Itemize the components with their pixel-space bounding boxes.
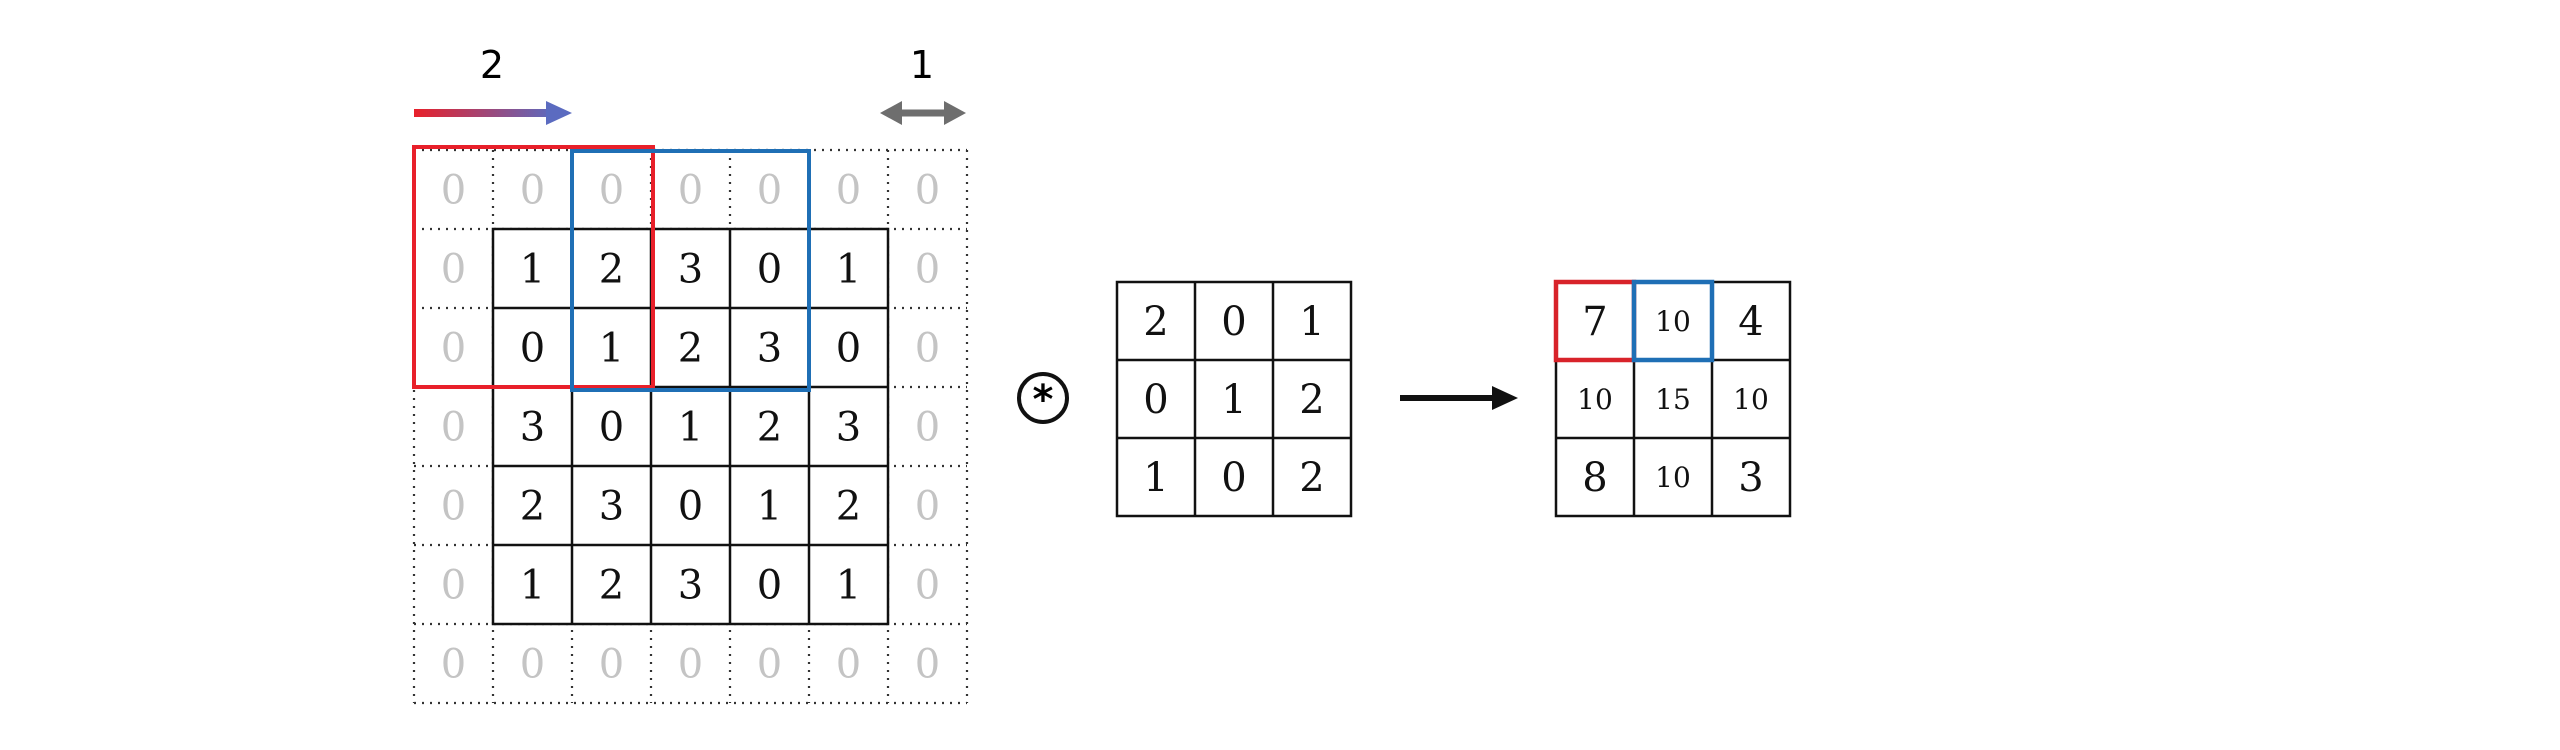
stride-arrow-shaft	[414, 109, 554, 117]
pad-cell-value: 0	[915, 326, 940, 372]
output-cell-value: 10	[1577, 383, 1613, 416]
pad-cell-value: 0	[520, 168, 545, 214]
kernel-cell-value: 2	[1143, 299, 1168, 345]
first-kernel-window	[412, 145, 655, 389]
input-cell-value: 0	[836, 326, 861, 372]
kernel-cell-value: 1	[1143, 455, 1168, 501]
output-grid: 7 10 4 10 15 10 8 10 3	[1554, 280, 1792, 518]
input-cell-value: 0	[757, 247, 782, 293]
result-arrow-head	[1492, 386, 1518, 410]
kernel-border	[1115, 280, 1353, 518]
input-cell-value: 2	[599, 247, 624, 293]
input-cell-value: 1	[520, 563, 545, 609]
input-cell-value: 2	[520, 484, 545, 530]
operator-circle	[1017, 372, 1069, 424]
input-cell-value: 0	[520, 326, 545, 372]
pad-cell-value: 0	[915, 563, 940, 609]
kernel-grid: 2 0 1 0 1 2 1 0 2	[1115, 280, 1353, 518]
pad-cell-value: 0	[836, 642, 861, 688]
input-cell-value: 0	[678, 484, 703, 530]
operator-symbol: *	[1033, 377, 1054, 423]
input-core-border	[491, 227, 890, 626]
kernel-cell-value: 1	[1221, 377, 1246, 423]
output-cell-value: 8	[1582, 455, 1607, 501]
input-cell-value: 1	[836, 563, 861, 609]
second-kernel-window	[570, 149, 811, 392]
input-cell-value: 3	[678, 247, 703, 293]
input-cell-value: 3	[678, 563, 703, 609]
input-cell-value: 2	[836, 484, 861, 530]
pad-cell-value: 0	[520, 642, 545, 688]
padding-arrow-head-right	[944, 101, 966, 125]
stride-label: 2	[480, 43, 504, 87]
kernel-cell-value: 0	[1221, 299, 1246, 345]
pad-cell-value: 0	[915, 642, 940, 688]
pad-cell-value: 0	[441, 405, 466, 451]
pad-cell-value: 0	[441, 563, 466, 609]
pad-cell-value: 0	[915, 405, 940, 451]
input-cell-value: 1	[678, 405, 703, 451]
convolution-operator-icon: *	[1017, 372, 1069, 424]
input-cell-value: 3	[520, 405, 545, 451]
output-second-highlight	[1631, 279, 1715, 363]
kernel-cell-value: 2	[1299, 377, 1324, 423]
pad-cell-value: 0	[441, 642, 466, 688]
output-cell-value: 10	[1733, 383, 1769, 416]
input-cell-value: 0	[757, 563, 782, 609]
output-cell-value: 3	[1738, 455, 1763, 501]
input-cell-value: 1	[836, 247, 861, 293]
kernel-cell-value: 0	[1221, 455, 1246, 501]
padding-arrow-head-left	[880, 101, 902, 125]
output-cell-value: 10	[1655, 461, 1691, 494]
output-cell-value: 15	[1655, 383, 1691, 416]
output-cell-value: 7	[1582, 299, 1607, 345]
input-cell-value: 1	[520, 247, 545, 293]
input-cell-value: 0	[599, 405, 624, 451]
pad-cell-value: 0	[441, 168, 466, 214]
pad-cell-value: 0	[836, 168, 861, 214]
pad-cell-value: 0	[757, 642, 782, 688]
pad-cell-value: 0	[441, 326, 466, 372]
output-cell-value: 10	[1655, 305, 1691, 338]
padding-label: 1	[910, 43, 934, 87]
pad-cell-value: 0	[441, 247, 466, 293]
pad-cell-value: 0	[915, 168, 940, 214]
input-cell-value: 2	[678, 326, 703, 372]
input-cell-value: 3	[757, 326, 782, 372]
output-cell-value: 4	[1738, 299, 1763, 345]
input-cell-value: 2	[599, 563, 624, 609]
kernel-cell-value: 1	[1299, 299, 1324, 345]
input-cell-value: 3	[599, 484, 624, 530]
padded-input-grid: 0 0 0 0 0 0 0 0 1 2 3 0 1 0 0 0 1 2 3 0 0 0 3 0 1 2 3 0 0 2 3 0 1 2 0 0 1 2 3 0…	[412, 148, 969, 705]
input-cell-value: 1	[757, 484, 782, 530]
pad-cell-value: 0	[678, 642, 703, 688]
input-cell-value: 2	[757, 405, 782, 451]
result-arrow	[1400, 386, 1518, 410]
padding-double-arrow	[880, 101, 966, 125]
stride-arrow	[414, 101, 572, 125]
input-cell-value: 1	[599, 326, 624, 372]
pad-cell-value: 0	[915, 247, 940, 293]
pad-cell-value: 0	[915, 484, 940, 530]
pad-cell-value: 0	[757, 168, 782, 214]
kernel-cell-value: 0	[1143, 377, 1168, 423]
stride-arrow-head	[546, 101, 572, 125]
input-cell-value: 3	[836, 405, 861, 451]
pad-cell-value: 0	[599, 168, 624, 214]
pad-cell-value: 0	[678, 168, 703, 214]
kernel-cell-value: 2	[1299, 455, 1324, 501]
pad-cell-value: 0	[441, 484, 466, 530]
pad-cell-value: 0	[599, 642, 624, 688]
